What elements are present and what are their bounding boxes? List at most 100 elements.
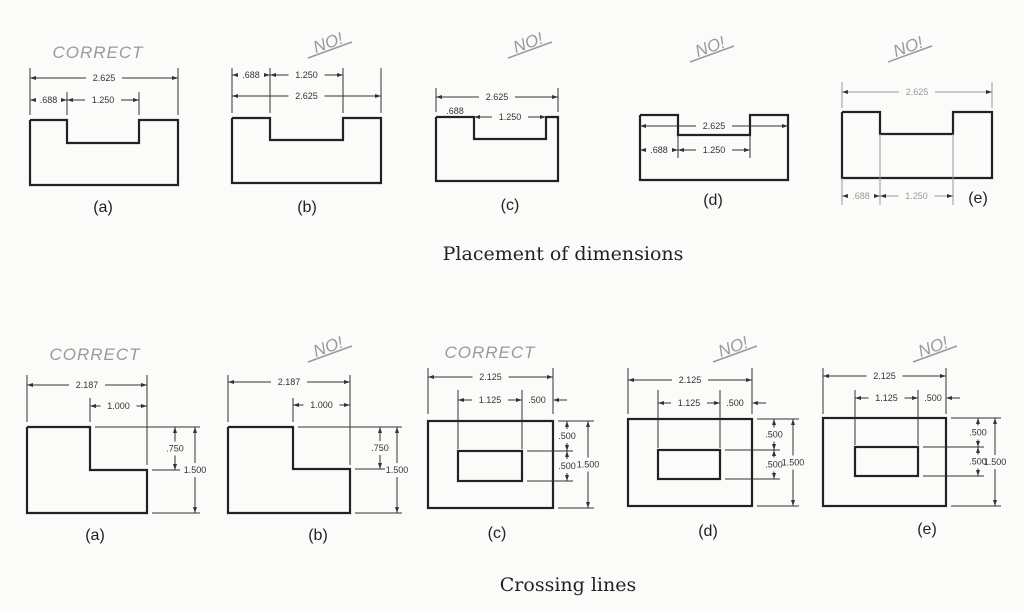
arrowhead (714, 401, 720, 405)
dimension-value: 2.625 (486, 92, 509, 102)
arrowhead (293, 403, 299, 407)
dimension-value: .500 (969, 428, 987, 438)
dimension-value: 1.500 (386, 465, 409, 475)
arrowhead (855, 396, 861, 400)
verdict-underline (307, 41, 353, 59)
verdict-label: NO! (311, 29, 346, 57)
arrowhead (772, 473, 776, 479)
arrowhead (640, 148, 646, 152)
figure-label: (c) (488, 525, 507, 542)
dimension-value: .500 (558, 431, 576, 441)
part-outline (25, 425, 149, 515)
arrowhead (946, 396, 952, 400)
arrowhead (264, 73, 270, 77)
arrowhead (586, 502, 590, 508)
arrowhead (193, 427, 197, 433)
arrowhead (173, 427, 177, 433)
dimension-value: 1.500 (782, 458, 805, 468)
part-outline (226, 425, 352, 515)
arrowhead (547, 375, 553, 379)
arrowhead (474, 115, 480, 119)
dimension-value: 1.250 (92, 95, 115, 105)
arrowhead (540, 115, 546, 119)
arrowhead (337, 73, 343, 77)
arrowhead (90, 404, 96, 408)
arrowhead (842, 194, 848, 198)
arrowhead (141, 383, 147, 387)
arrowhead (458, 398, 464, 402)
verdict-underline (307, 345, 353, 363)
verdict-label: NO! (511, 29, 546, 57)
part-outline (28, 118, 180, 187)
dimension-value: 1.500 (984, 457, 1007, 467)
arrowhead (782, 124, 788, 128)
arrowhead (270, 73, 276, 77)
verdict-label: NO! (311, 333, 346, 361)
arrowhead (678, 148, 684, 152)
arrowhead (565, 445, 569, 451)
arrowhead (378, 463, 382, 469)
arrowhead (173, 464, 177, 470)
verdict-label: CORRECT (49, 345, 141, 364)
figure-label: (a) (85, 527, 105, 544)
arrowhead (133, 98, 139, 102)
arrowhead (172, 76, 178, 80)
arrowhead (772, 419, 776, 425)
arrowhead (344, 380, 350, 384)
verdict-underline (912, 345, 958, 363)
dimension-value: 1.000 (107, 401, 130, 411)
arrowhead (30, 98, 36, 102)
dimension-value: 2.625 (906, 87, 929, 97)
verdict-underline (712, 345, 758, 363)
figure-label: (d) (698, 523, 718, 540)
arrowhead (823, 374, 829, 378)
dimension-value: 1.125 (479, 395, 502, 405)
arrowhead (565, 475, 569, 481)
part-outline (840, 110, 994, 180)
part-outline (230, 116, 383, 185)
figure-label: (e) (968, 190, 988, 207)
part-outline (426, 419, 555, 510)
verdict-underline (507, 41, 553, 59)
dimension-value: 1.125 (678, 398, 701, 408)
hole-outline (456, 449, 524, 483)
arrowhead (976, 418, 980, 424)
arrowhead (553, 398, 559, 402)
arrowhead (565, 421, 569, 427)
figure-label: (e) (917, 521, 937, 538)
verdict-label: CORRECT (444, 343, 536, 362)
dimension-value: 1.500 (184, 465, 207, 475)
arrowhead (395, 427, 399, 433)
part-outline (434, 115, 560, 183)
dimension-value: .500 (558, 461, 576, 471)
dimension-value: .688 (446, 106, 464, 116)
hole-outline (853, 445, 920, 478)
dimension-value: .750 (371, 443, 389, 453)
figure-label: (c) (501, 197, 520, 214)
arrowhead (976, 470, 980, 476)
arrowhead (67, 98, 73, 102)
arrowhead (565, 451, 569, 457)
dimension-value: 2.125 (873, 371, 896, 381)
part-outline (626, 417, 754, 508)
dimension-value: 2.187 (278, 377, 301, 387)
arrowhead (746, 378, 752, 382)
dimension-value: .688 (852, 191, 870, 201)
dimension-value: 1.125 (875, 393, 898, 403)
figure-label: (d) (703, 192, 723, 209)
arrowhead (912, 396, 918, 400)
verdict-label: NO! (916, 333, 951, 361)
arrowhead (628, 378, 634, 382)
dimension-value: 2.625 (295, 91, 318, 101)
arrowhead (375, 94, 381, 98)
arrowhead (986, 90, 992, 94)
verdict-label: CORRECT (52, 43, 144, 62)
dimension-value: .500 (765, 460, 783, 470)
arrowhead (428, 375, 434, 379)
dimension-value: 2.125 (679, 375, 702, 385)
hole-outline (656, 448, 722, 481)
arrowhead (772, 450, 776, 456)
dimension-value: .500 (924, 393, 942, 403)
part-outline (821, 416, 948, 508)
